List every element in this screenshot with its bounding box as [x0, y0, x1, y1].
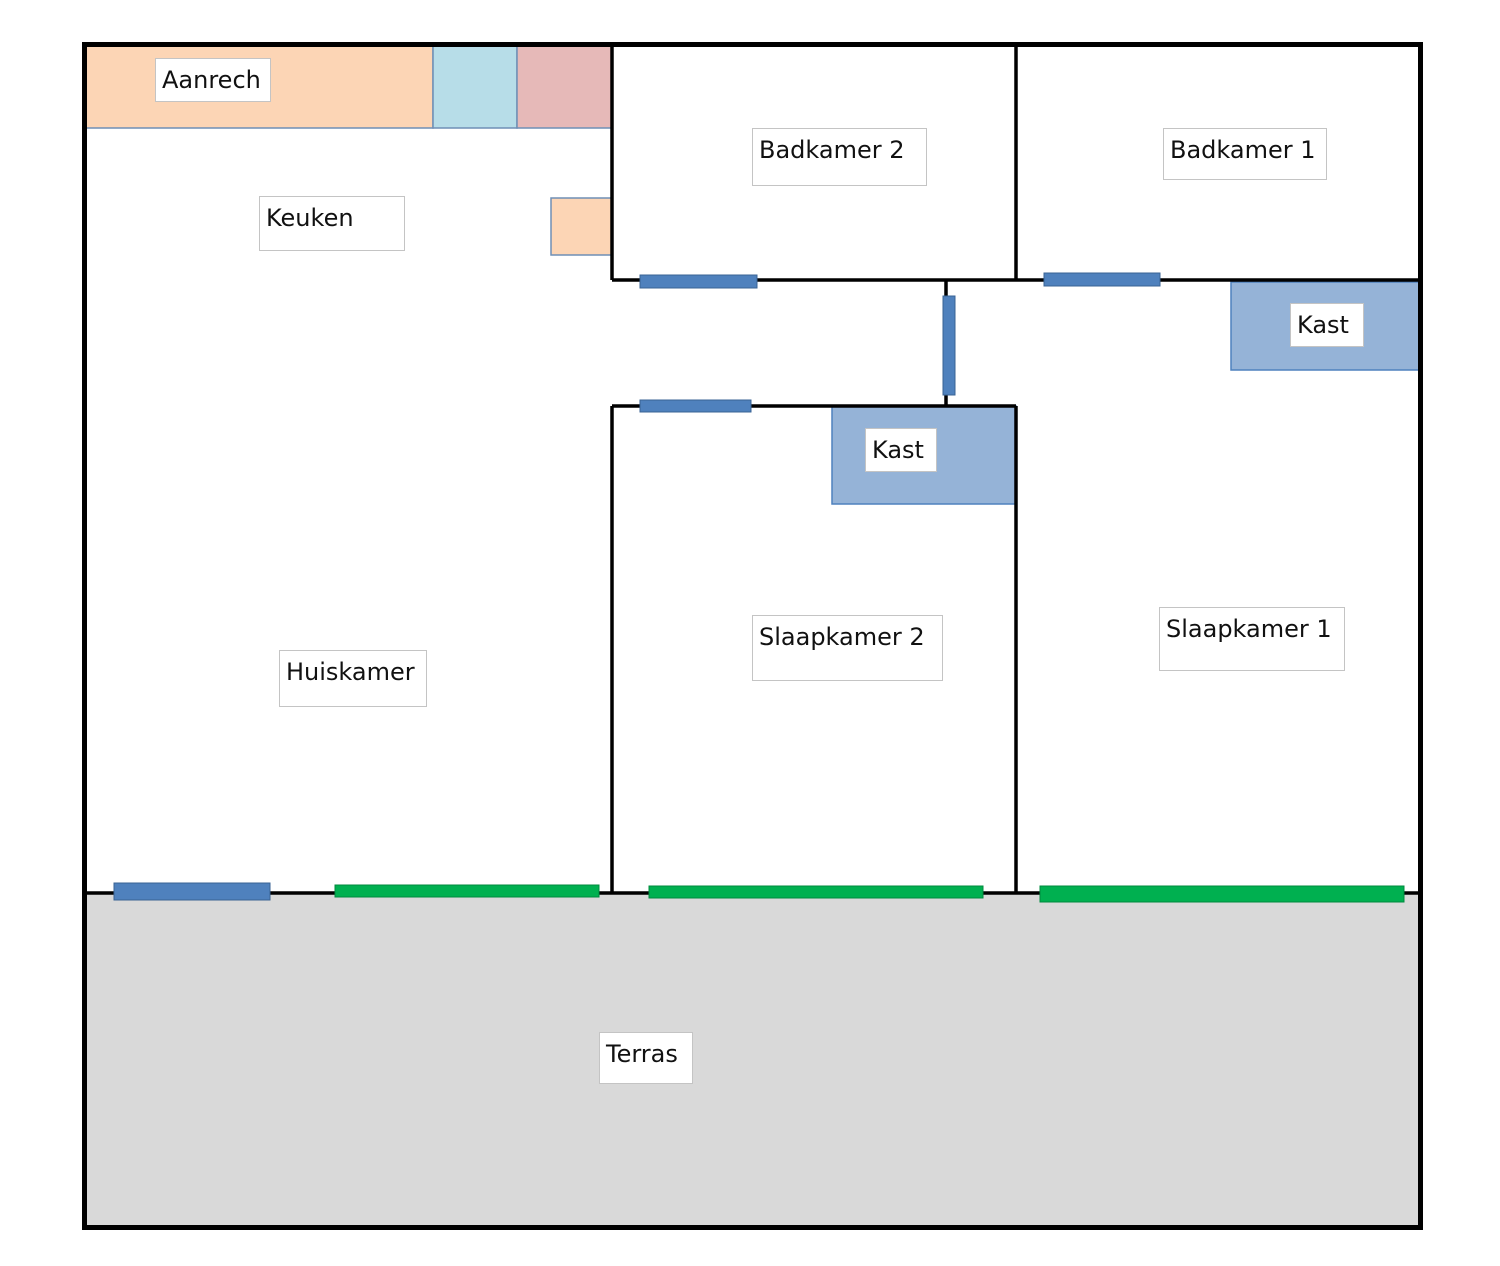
kitchen-stove: [516, 45, 613, 129]
label-kast-bedroom-1: Kast: [1290, 303, 1364, 347]
label-kast-bedroom-2: Kast: [865, 428, 937, 472]
window-slaapkamer-1: [1039, 885, 1405, 903]
exterior-wall: [82, 42, 1423, 1230]
label-badkamer-2: Badkamer 2: [752, 128, 927, 186]
door-badkamer-1: [1043, 272, 1161, 287]
doors: [113, 272, 1161, 901]
window-huiskamer: [334, 884, 600, 898]
door-terras: [113, 882, 271, 901]
kitchen-small-counter: [550, 197, 613, 256]
label-huiskamer: Huiskamer: [279, 650, 427, 707]
label-slaapkamer-1: Slaapkamer 1: [1159, 607, 1345, 671]
kitchen-sink: [432, 45, 518, 129]
door-badkamer-2: [639, 274, 758, 289]
door-hallway: [942, 295, 956, 396]
label-aanrech: Aanrech: [155, 58, 271, 102]
terrace-area: [86, 893, 1419, 1226]
windows: [334, 884, 1405, 903]
label-keuken: Keuken: [259, 196, 405, 251]
door-slaapkamer-2: [639, 399, 752, 413]
window-slaapkamer-2: [648, 885, 984, 899]
label-badkamer-1: Badkamer 1: [1163, 128, 1327, 180]
label-terras: Terras: [599, 1032, 693, 1084]
label-slaapkamer-2: Slaapkamer 2: [752, 615, 943, 681]
